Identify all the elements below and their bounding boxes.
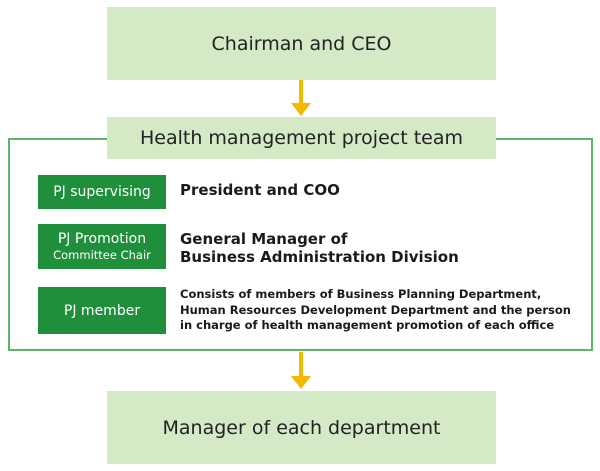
pj-member-description-line1: Consists of members of Business Planning… — [180, 287, 542, 301]
pj-promotion-badge-line2: Committee Chair — [53, 247, 151, 262]
pj-promotion-chair-badge: PJ Promotion Committee Chair — [38, 224, 166, 269]
pj-promotion-description-line2: Business Administration Division — [180, 248, 459, 266]
pj-supervising-badge: PJ supervising — [38, 175, 166, 209]
pj-member-description-line3: in charge of health management promotion… — [180, 318, 555, 332]
pj-member-description: Consists of members of Business Planning… — [180, 287, 590, 334]
chairman-ceo-node: Chairman and CEO — [107, 7, 496, 80]
pj-promotion-badge-line1: PJ Promotion — [57, 230, 147, 247]
pj-member-description-line2: Human Resources Development Department a… — [180, 302, 571, 317]
pj-promotion-chair-description: General Manager of Business Administrati… — [180, 230, 459, 266]
project-team-title: Health management project team — [107, 117, 496, 159]
pj-supervising-badge-label: PJ supervising — [53, 184, 151, 200]
down-arrow-icon — [291, 80, 311, 116]
pj-member-badge: PJ member — [38, 287, 166, 334]
pj-supervising-description: President and COO — [180, 181, 340, 199]
pj-promotion-description-line1: General Manager of — [180, 230, 348, 248]
pj-member-badge-label: PJ member — [63, 302, 141, 319]
down-arrow-icon — [291, 352, 311, 389]
department-manager-node: Manager of each department — [107, 391, 496, 464]
